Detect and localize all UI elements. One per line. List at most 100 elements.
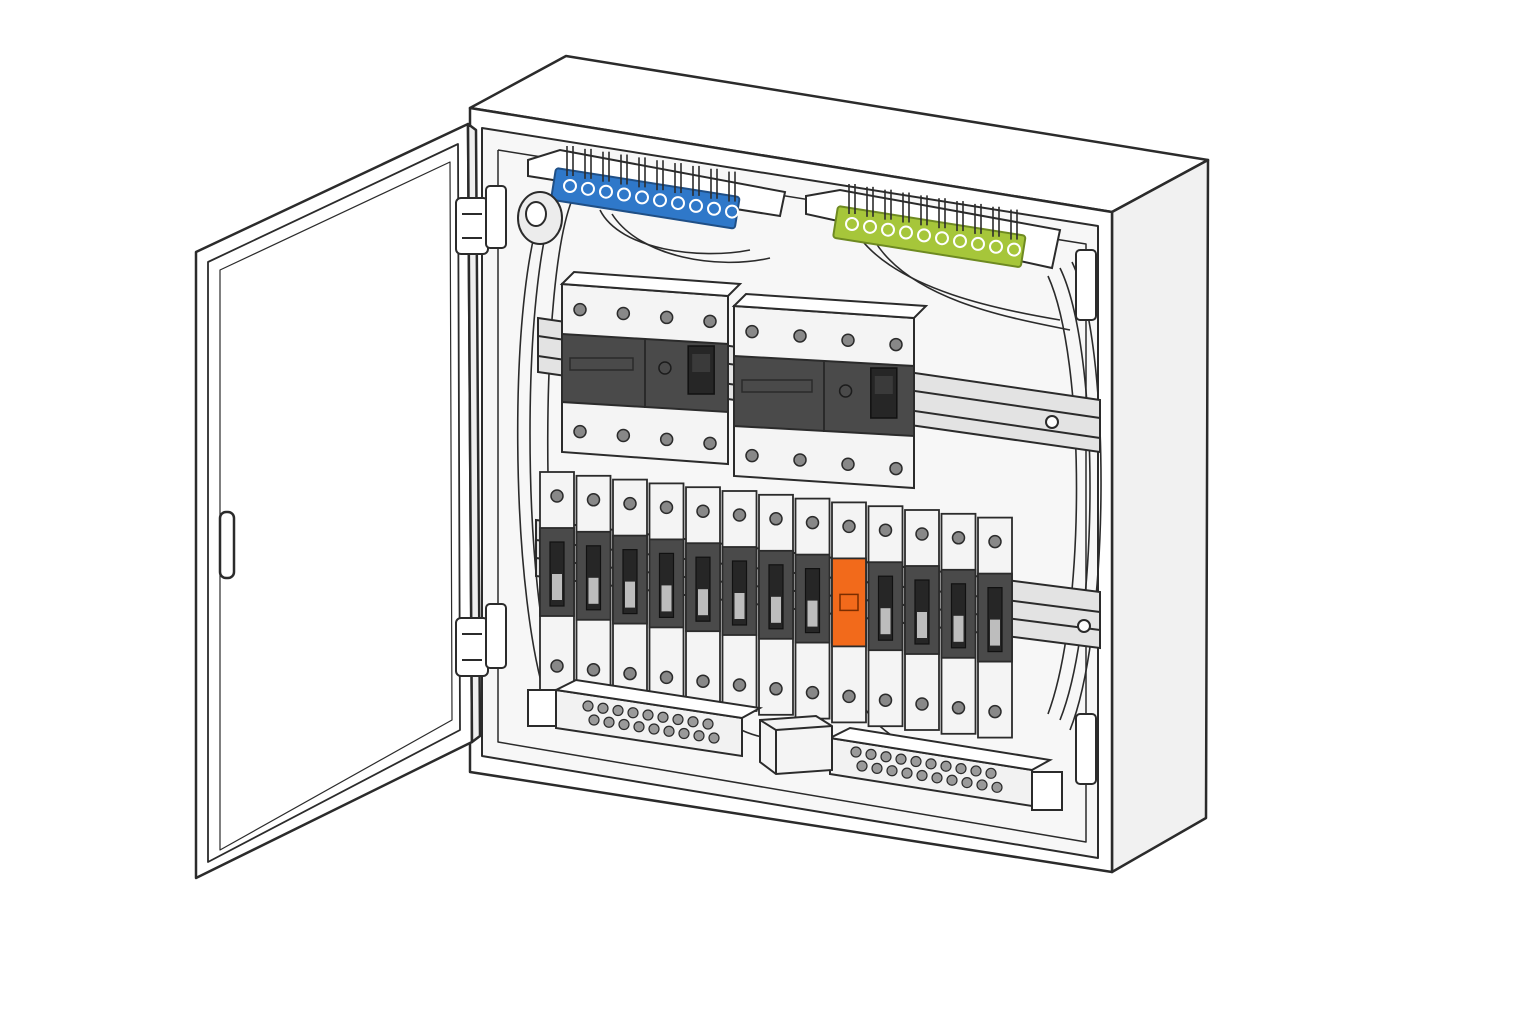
end-stop — [527, 689, 557, 727]
terminal-screw — [988, 704, 1002, 719]
terminal-screw — [633, 721, 645, 733]
terminal-block-left — [527, 678, 764, 758]
door-hinge-icon — [455, 185, 507, 255]
terminal-screw — [915, 527, 929, 541]
circuit-breaker-icon[interactable] — [758, 493, 794, 716]
terminal-screw — [627, 707, 639, 719]
busbar-screw — [845, 217, 859, 231]
terminal-screw — [910, 755, 922, 768]
terminal-screw — [573, 424, 587, 439]
terminal-screw — [659, 670, 674, 685]
terminal-screw — [946, 774, 958, 786]
cable-gland — [517, 191, 563, 245]
busbar-screw — [635, 190, 649, 205]
circuit-breaker-icon[interactable] — [539, 471, 575, 693]
circuit-breaker-icon[interactable] — [648, 482, 685, 705]
terminal-screw — [616, 306, 631, 321]
terminal-screw — [842, 519, 856, 534]
residual-current-device-icon[interactable] — [559, 270, 743, 466]
terminal-screw — [901, 767, 913, 779]
terminal-screw — [586, 493, 601, 507]
circuit-breaker-icon[interactable] — [940, 512, 977, 735]
busbar-screw — [917, 228, 931, 243]
terminal-screw — [702, 718, 714, 730]
terminal-screw — [696, 504, 710, 518]
terminal-screw — [663, 725, 675, 737]
terminal-screw — [588, 714, 600, 726]
door-hinge-icon — [455, 603, 507, 677]
terminal-block-right — [826, 726, 1063, 811]
terminal-screw — [550, 659, 564, 673]
terminal-screw — [970, 765, 982, 777]
terminal-screw — [612, 704, 624, 717]
terminal-block-icon — [582, 700, 720, 744]
circuit-breaker-icon[interactable] — [612, 478, 648, 701]
terminal-screw — [696, 674, 710, 688]
terminal-screw — [955, 762, 967, 775]
breaker-window — [839, 593, 859, 612]
terminal-screw — [865, 748, 877, 760]
circuit-breaker-highlighted[interactable] — [831, 501, 867, 724]
terminal-screw — [659, 310, 674, 325]
busbar-screw — [971, 236, 985, 251]
terminal-screw — [603, 716, 615, 728]
terminal-screw — [895, 753, 907, 765]
circuit-breaker-icon[interactable] — [794, 497, 831, 720]
residual-current-device-icon[interactable] — [731, 292, 929, 490]
terminal-screw — [951, 701, 966, 715]
terminal-screw — [693, 730, 705, 742]
terminal-screw — [618, 718, 630, 731]
busbar-screw — [725, 204, 739, 219]
circuit-breaker-icon[interactable] — [904, 509, 940, 731]
test-button[interactable] — [838, 384, 853, 398]
terminal-screw — [597, 702, 609, 714]
terminal-screw — [850, 746, 862, 758]
terminal-screw — [769, 682, 783, 696]
terminal-screw — [703, 314, 717, 329]
circuit-breaker-icon[interactable] — [867, 505, 904, 728]
terminal-screw — [648, 723, 660, 735]
terminal-screw — [745, 448, 759, 463]
door-inner-frame-2 — [219, 161, 453, 851]
busbar-screw — [935, 231, 949, 246]
terminal-screw — [976, 779, 988, 791]
terminal-screw — [687, 716, 699, 728]
circuit-breaker-icon[interactable] — [575, 474, 612, 697]
rcd-group — [559, 270, 929, 490]
busbar-screw — [563, 179, 577, 193]
terminal-screw — [616, 428, 631, 443]
terminal-screw — [708, 732, 720, 744]
circuit-breaker-icon[interactable] — [685, 486, 721, 709]
earth-busbar — [805, 184, 1062, 270]
terminal-screw — [915, 697, 929, 711]
terminal-screw — [931, 772, 943, 784]
terminal-screw — [550, 489, 564, 503]
terminal-screw — [925, 758, 937, 770]
earth-busbar-wires — [848, 184, 1018, 240]
breaker-face — [831, 557, 867, 648]
terminal-screw — [940, 760, 952, 772]
terminal-screw — [951, 531, 966, 545]
busbar-screw — [653, 193, 667, 208]
terminal-screw — [732, 508, 747, 522]
terminal-screw — [841, 333, 855, 348]
neutral-busbar — [527, 146, 787, 230]
cable-clips-right — [1075, 249, 1097, 785]
terminal-screw — [889, 461, 903, 476]
terminal-screw — [642, 709, 654, 721]
terminal-block-icon — [850, 746, 1003, 793]
terminal-screw — [623, 496, 637, 511]
circuit-breaker-icon[interactable] — [721, 490, 758, 712]
busbar-screw — [617, 187, 631, 202]
terminal-screw — [991, 781, 1003, 793]
test-button[interactable] — [658, 361, 672, 375]
door-handle[interactable] — [218, 510, 236, 580]
enclosure-door[interactable] — [194, 122, 482, 880]
busbar-screw — [689, 198, 703, 213]
terminal-screw — [732, 678, 747, 692]
circuit-breaker-icon[interactable] — [977, 516, 1013, 739]
terminal-screw — [880, 751, 892, 763]
terminal-screw — [678, 727, 690, 740]
terminal-screw — [793, 329, 807, 343]
